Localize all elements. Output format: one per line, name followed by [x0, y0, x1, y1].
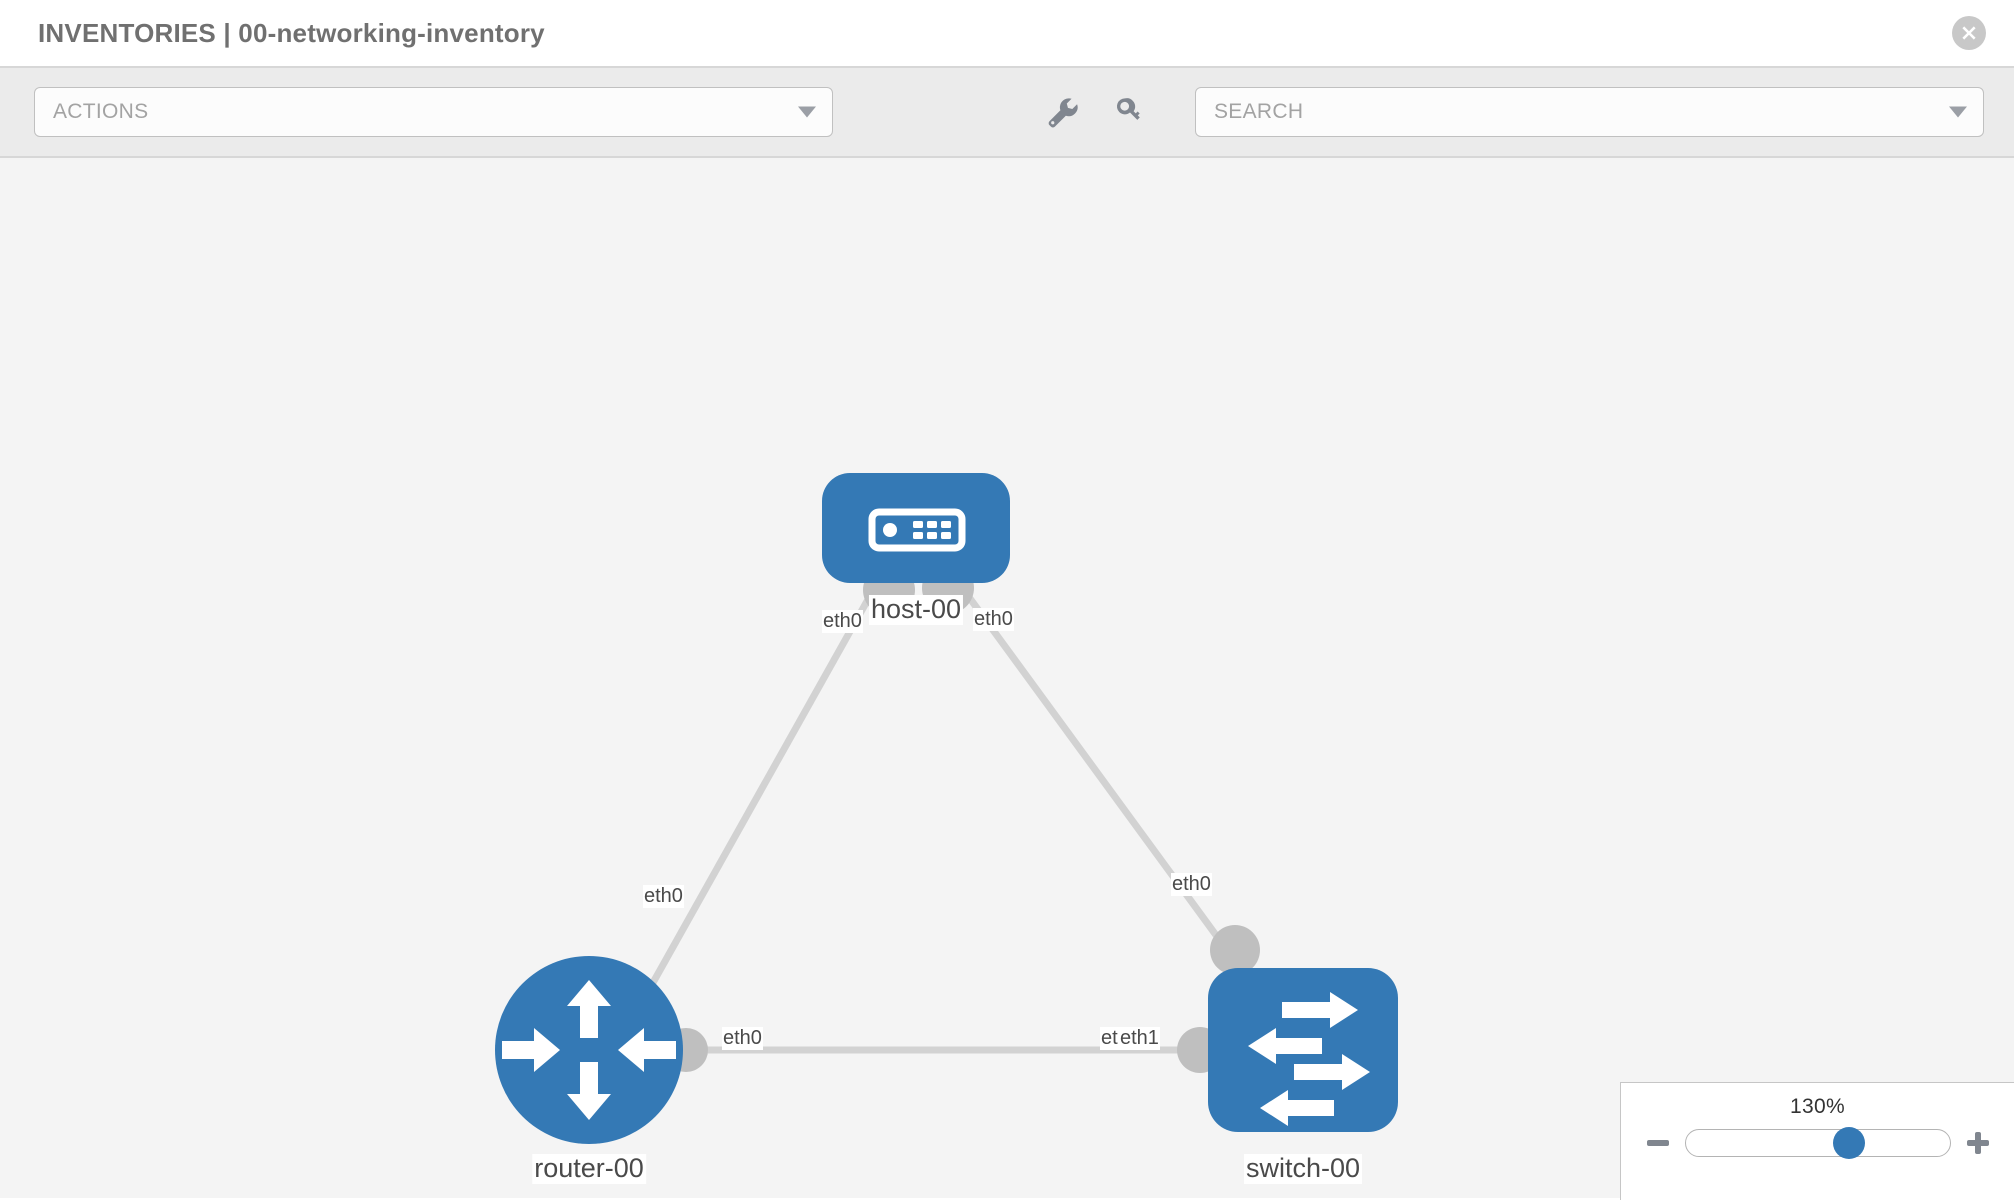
link-label: eth0	[1171, 873, 1212, 896]
node-label-switch-00: switch-00	[1243, 1153, 1363, 1184]
connector-group	[664, 562, 1260, 1073]
link-label: eth0	[643, 885, 684, 908]
chevron-down-icon	[798, 106, 816, 118]
zoom-in-button[interactable]	[1965, 1130, 1991, 1156]
toolbar: ACTIONS SEARCH	[0, 68, 2014, 158]
chevron-down-icon	[1949, 106, 1967, 118]
node-label-router-00: router-00	[532, 1153, 646, 1184]
zoom-control-panel: 130%	[1620, 1082, 2014, 1200]
link-label: eth0	[822, 610, 863, 633]
zoom-slider-row	[1621, 1127, 2014, 1159]
search-dropdown[interactable]: SEARCH	[1195, 87, 1984, 137]
zoom-level-label: 130%	[1790, 1095, 1845, 1118]
server-icon	[868, 508, 966, 552]
link-label: eth0	[722, 1027, 763, 1050]
topology-graph	[495, 473, 1398, 1144]
zoom-out-button[interactable]	[1645, 1130, 1671, 1156]
link-label: eth1	[1119, 1027, 1160, 1050]
zoom-slider-handle[interactable]	[1833, 1127, 1866, 1159]
wrench-icon[interactable]	[1045, 95, 1079, 129]
node-router-00[interactable]	[495, 956, 683, 1144]
zoom-slider-track[interactable]	[1684, 1127, 1951, 1159]
link-group	[646, 575, 1243, 1054]
page-header: INVENTORIES | 00-networking-inventory	[0, 0, 2014, 68]
connector-switch-top	[1210, 925, 1260, 975]
node-host-00[interactable]	[822, 473, 1010, 583]
link-host-router[interactable]	[646, 576, 884, 990]
node-label-host-00: host-00	[868, 594, 964, 625]
topology-canvas[interactable]: eth0 eth0 eth0 eth0 eth0 eth0 eth1 host-…	[0, 158, 2014, 1198]
search-input[interactable]: SEARCH	[1214, 100, 1304, 123]
node-switch-00[interactable]	[1208, 968, 1398, 1132]
switch-icon	[1248, 992, 1370, 1126]
link-host-switch[interactable]	[952, 575, 1243, 971]
router-icon	[502, 980, 676, 1120]
actions-dropdown[interactable]: ACTIONS	[34, 87, 833, 137]
close-button[interactable]	[1952, 16, 1986, 50]
close-icon	[1962, 26, 1976, 40]
actions-label: ACTIONS	[53, 100, 149, 123]
toolbar-icon-group	[1045, 95, 1147, 129]
key-icon[interactable]	[1113, 95, 1147, 129]
page-title: INVENTORIES | 00-networking-inventory	[38, 17, 545, 48]
link-label: eth0	[973, 608, 1014, 631]
